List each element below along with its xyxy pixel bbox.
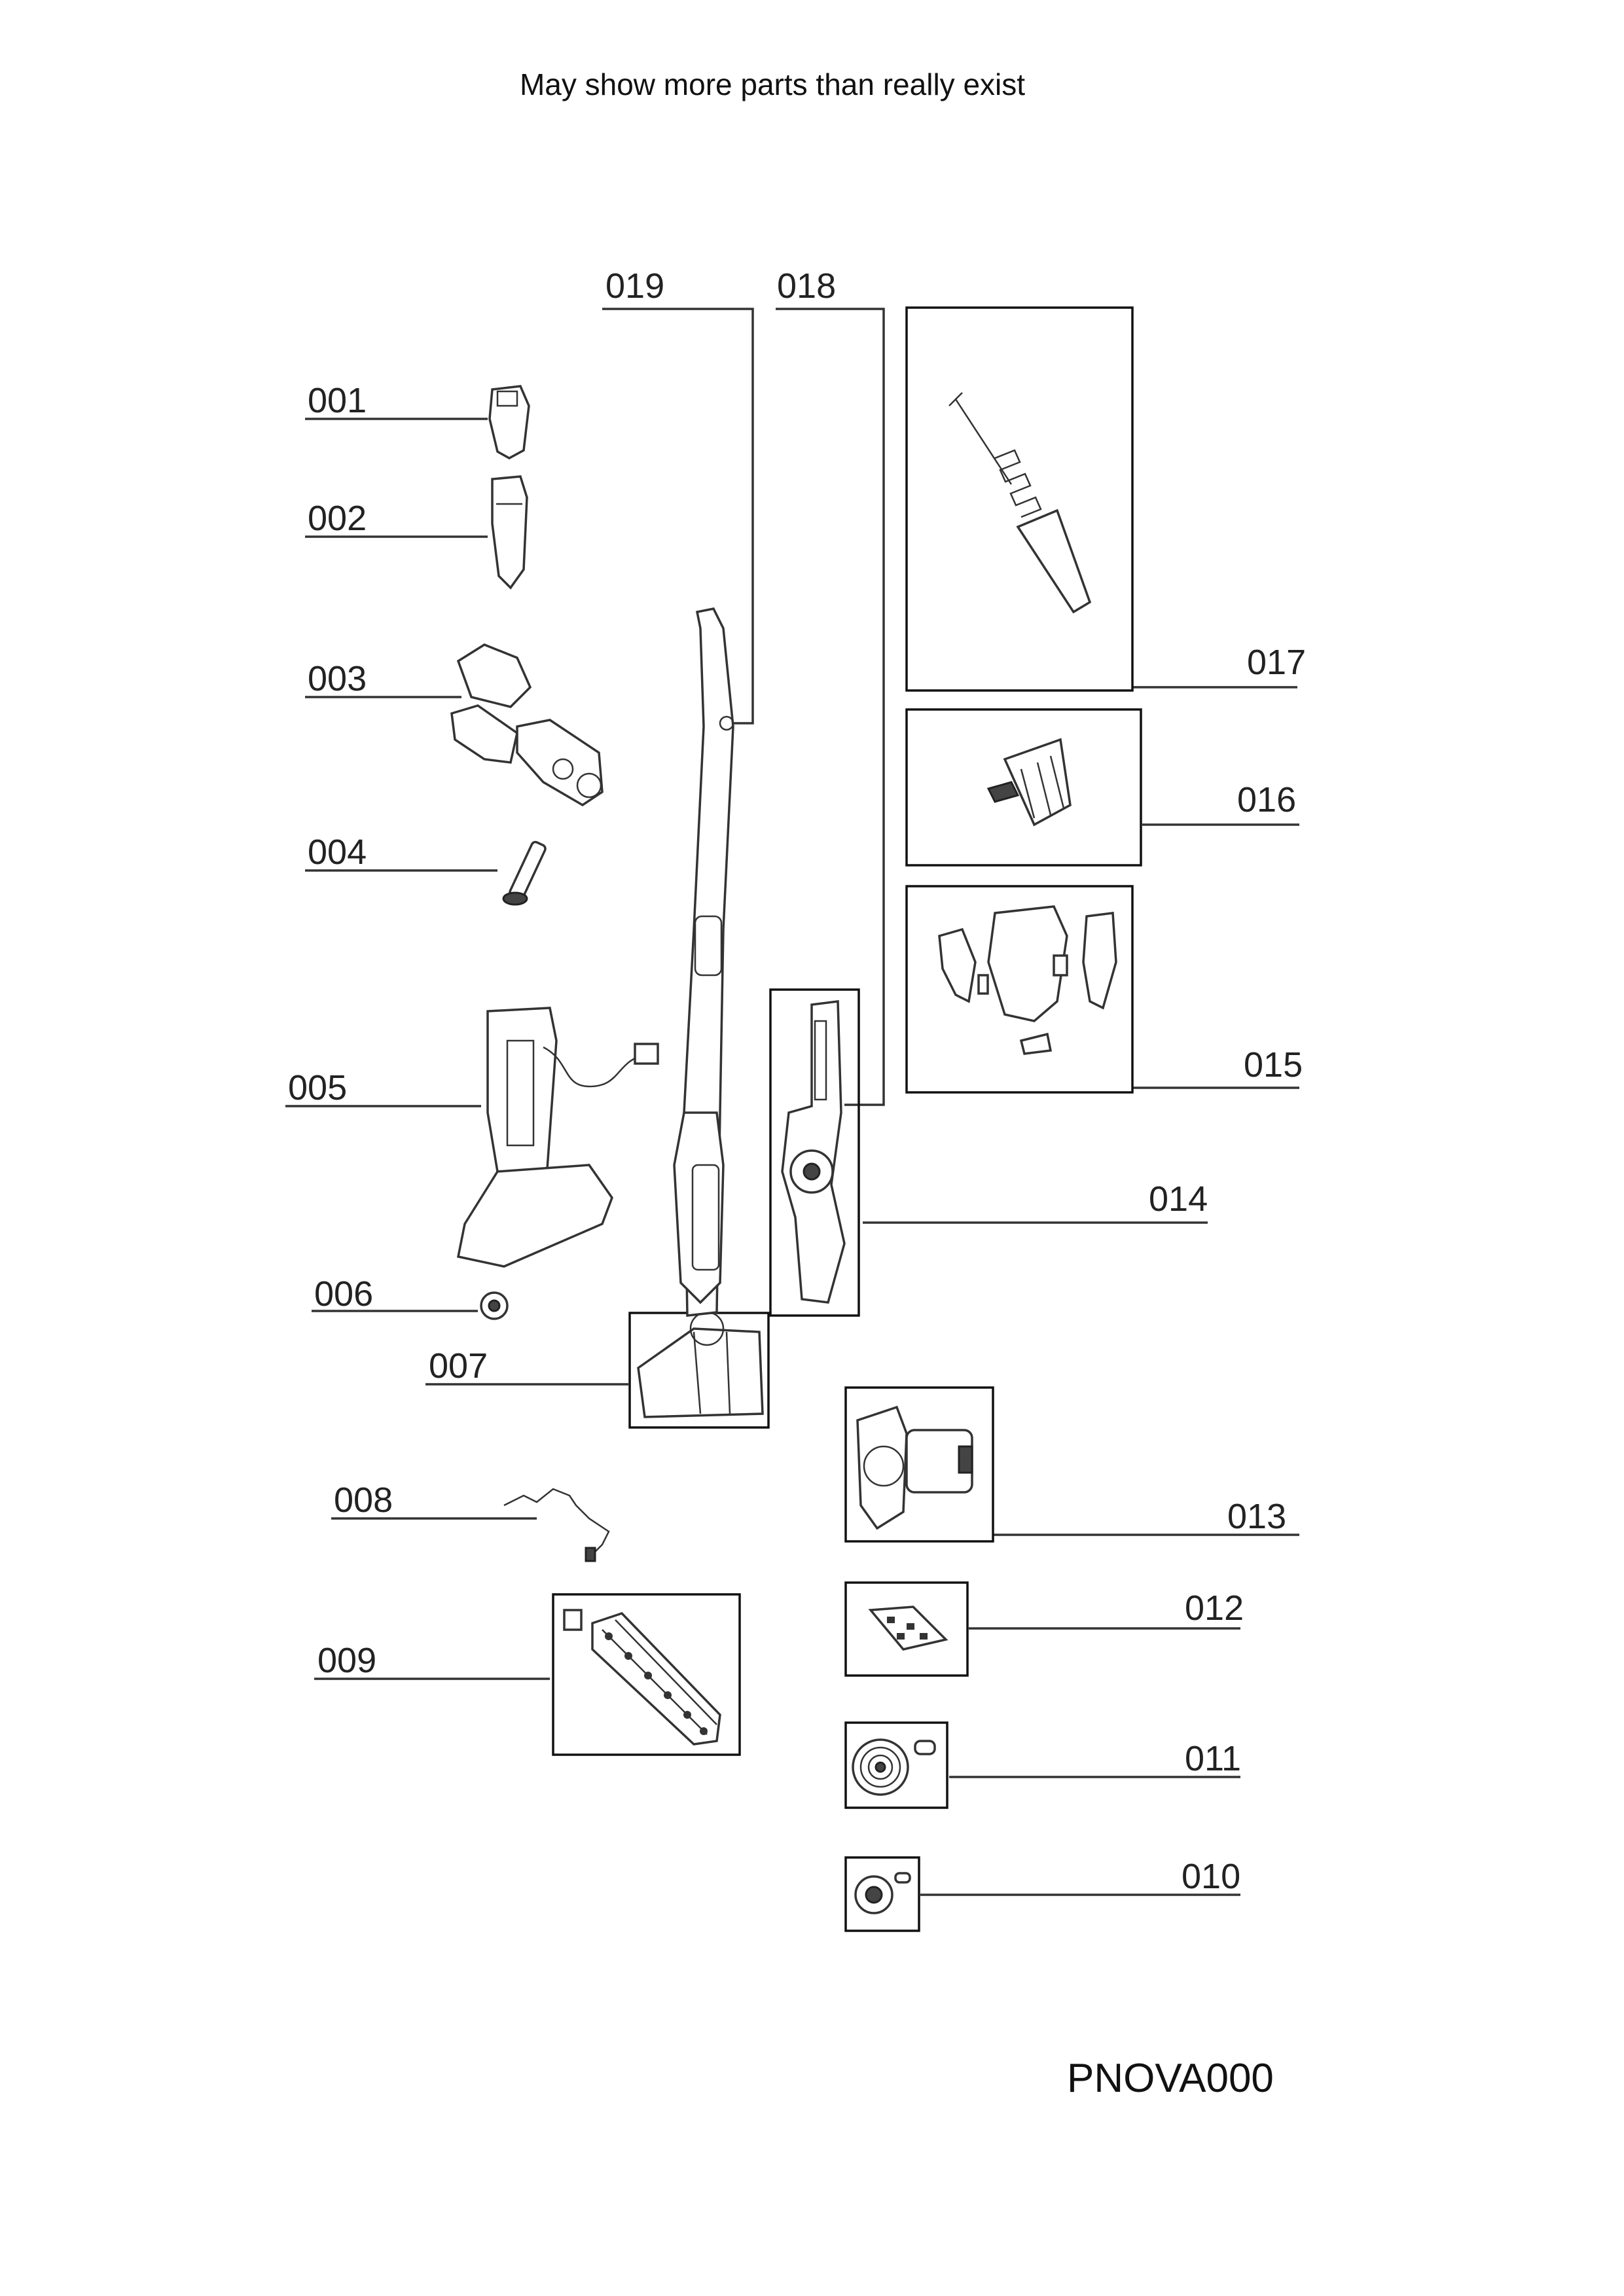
part-label-010: 010: [1182, 1857, 1240, 1896]
model-code: PNOVA000: [1067, 2056, 1274, 2101]
part-007-floor-head: [637, 1311, 764, 1418]
part-label-004: 004: [308, 833, 367, 872]
part-label-003: 003: [308, 659, 367, 698]
part-label-002: 002: [308, 499, 367, 538]
part-label-008: 008: [334, 1480, 393, 1520]
part-label-018: 018: [777, 266, 836, 306]
part-013-motor: [856, 1405, 973, 1530]
part-002-handle-cover: [491, 475, 528, 590]
part-label-001: 001: [308, 381, 367, 420]
part-003-battery-pack: [450, 643, 604, 807]
part-010-small-wheel: [854, 1872, 911, 1914]
part-008-wire: [503, 1488, 610, 1562]
part-015-dust-bin-set: [938, 905, 1117, 1055]
part-019-stick-body: [673, 607, 734, 1317]
part-016-filter-cone: [986, 738, 1072, 827]
part-label-011: 011: [1185, 1739, 1241, 1778]
part-label-006: 006: [314, 1274, 373, 1314]
part-label-015: 015: [1244, 1045, 1303, 1085]
leader-lines: [285, 308, 1299, 1896]
part-label-012: 012: [1185, 1588, 1244, 1628]
part-label-013: 013: [1227, 1497, 1286, 1536]
part-011-large-wheel: [852, 1738, 936, 1796]
part-boxes: [552, 306, 1142, 1932]
part-label-007: 007: [429, 1346, 488, 1386]
part-label-016: 016: [1237, 780, 1296, 819]
part-004-screw: [502, 840, 547, 906]
part-label-005: 005: [288, 1068, 347, 1107]
part-label-017: 017: [1247, 643, 1306, 682]
part-012-pcb: [868, 1605, 948, 1651]
part-label-019: 019: [605, 266, 664, 306]
disclaimer-note: May show more parts than really exist: [519, 67, 1026, 101]
part-014-handheld-unit: [781, 1000, 846, 1304]
part-017-spring-filter: [948, 392, 1092, 614]
part-label-014: 014: [1149, 1179, 1208, 1219]
part-label-009: 009: [317, 1641, 376, 1680]
part-001-cap: [488, 385, 530, 459]
part-006-knob: [480, 1291, 509, 1320]
part-005-charging-base: [456, 1007, 659, 1268]
part-009-brush-roll: [563, 1609, 721, 1746]
